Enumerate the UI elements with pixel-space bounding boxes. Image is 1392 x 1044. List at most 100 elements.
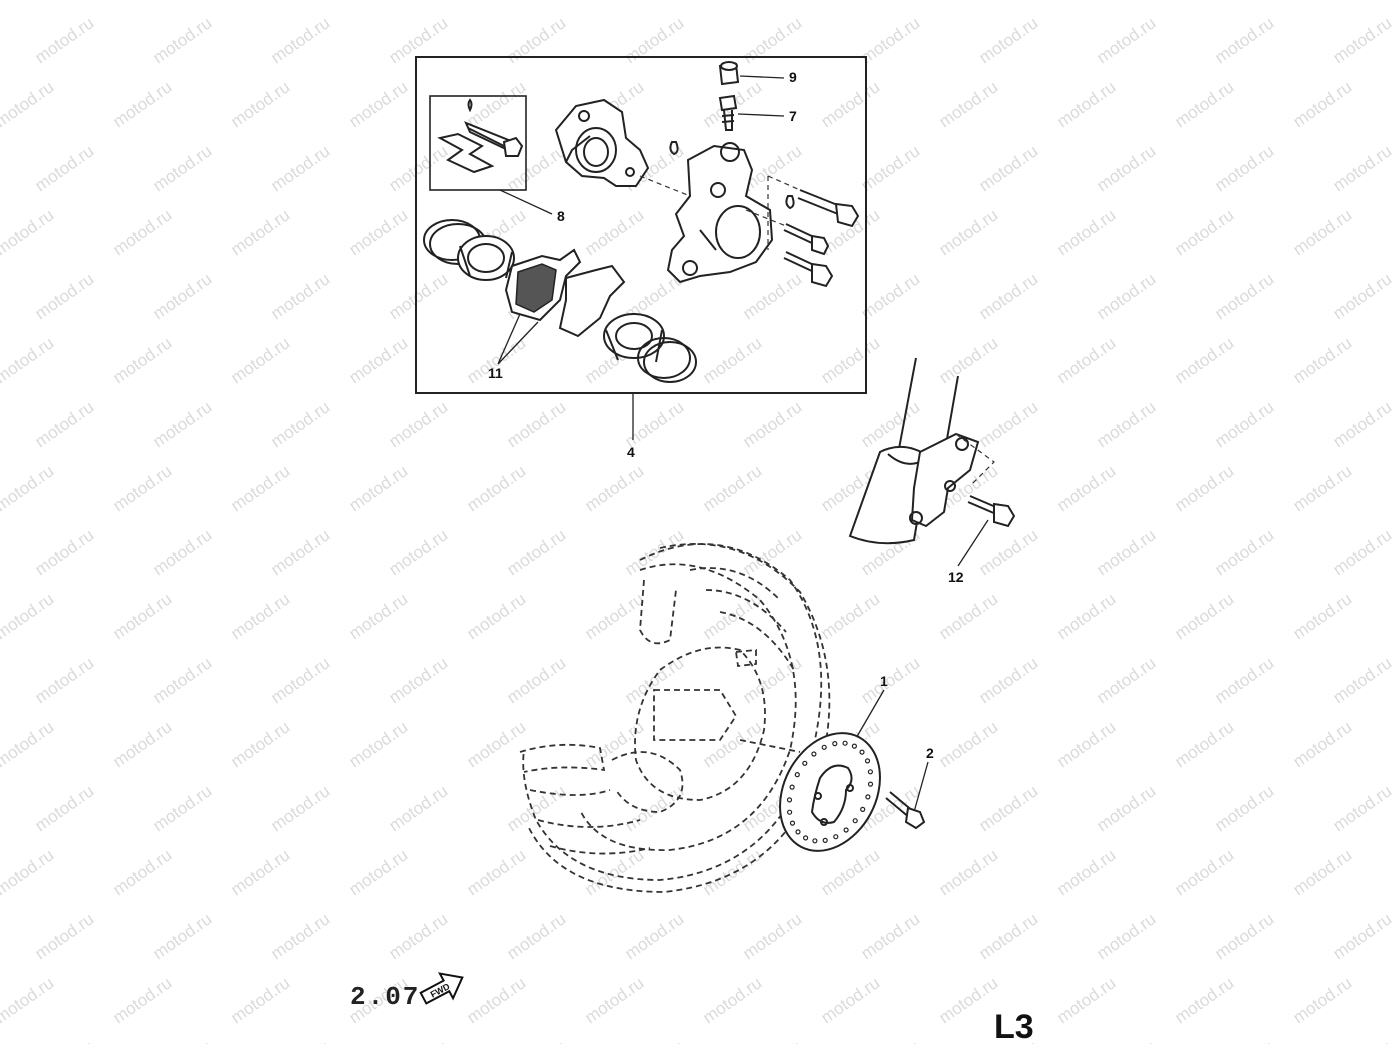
watermark-text: motod.ru <box>581 205 647 259</box>
watermark-text: motod.ru <box>739 13 805 67</box>
watermark-text: motod.ru <box>1211 269 1277 323</box>
watermark-text: motod.ru <box>267 13 333 67</box>
fwd-arrow-icon: FWD <box>419 972 464 1005</box>
watermark-text: motod.ru <box>0 77 57 131</box>
front-fork <box>848 357 995 545</box>
disc-vent-hole <box>852 818 858 824</box>
callout-12: 12 <box>948 569 964 585</box>
watermark-text: motod.ru <box>149 653 215 707</box>
watermark-text: motod.ru <box>149 909 215 963</box>
disc-vent-hole <box>822 837 828 844</box>
watermark-text: motod.ru <box>1329 141 1392 195</box>
callout-4: 4 <box>627 444 635 460</box>
watermark-text: motod.ru <box>345 845 411 899</box>
watermark-text: motod.ru <box>31 525 97 579</box>
watermark-text: motod.ru <box>857 141 923 195</box>
watermark-text: motod.ru <box>109 973 175 1027</box>
watermark-text: motod.ru <box>1289 973 1355 1027</box>
disc-vent-hole <box>786 797 793 803</box>
watermark-text: motod.ru <box>109 77 175 131</box>
bleed-screw-cap <box>718 61 740 86</box>
watermark-text: motod.ru <box>1171 589 1237 643</box>
disc-vent-hole <box>789 784 795 790</box>
watermark-text: motod.ru <box>0 589 57 643</box>
disc-vent-hole <box>859 749 865 755</box>
disc-vent-hole <box>794 771 800 778</box>
watermark-text: motod.ru <box>1211 909 1277 963</box>
disc-vent-hole <box>832 740 838 747</box>
watermark-text: motod.ru <box>1093 653 1159 707</box>
watermark-text: motod.ru <box>857 397 923 451</box>
watermark-text: motod.ru <box>345 77 411 131</box>
watermark-text: motod.ru <box>0 205 57 259</box>
watermark-text: motod.ru <box>385 909 451 963</box>
caliper-bolt-middle <box>783 223 830 256</box>
watermark-text: motod.ru <box>109 845 175 899</box>
watermark-text: motod.ru <box>975 397 1041 451</box>
bleed-screw <box>718 94 738 131</box>
watermark-text: motod.ru <box>1093 525 1159 579</box>
watermark-text: motod.ru <box>149 1037 215 1044</box>
watermark-text: motod.ru <box>621 13 687 67</box>
watermark-text: motod.ru <box>1053 717 1119 771</box>
watermark-text: motod.ru <box>0 333 57 387</box>
watermark-text: motod.ru <box>935 845 1001 899</box>
watermark-text: motod.ru <box>739 397 805 451</box>
watermark-text: motod.ru <box>227 973 293 1027</box>
watermark-text: motod.ru <box>1053 461 1119 515</box>
watermark-text: motod.ru <box>385 653 451 707</box>
watermark-text: motod.ru <box>1329 525 1392 579</box>
watermark-text: motod.ru <box>345 717 411 771</box>
watermark-text: motod.ru <box>385 141 451 195</box>
watermark-text: motod.ru <box>739 269 805 323</box>
watermark-text: motod.ru <box>1289 333 1355 387</box>
watermark-text: motod.ru <box>267 141 333 195</box>
watermark-text: motod.ru <box>385 13 451 67</box>
watermark-text: motod.ru <box>975 653 1041 707</box>
disc-vent-hole <box>795 829 801 835</box>
watermark-text: motod.ru <box>857 13 923 67</box>
page-number: 2.07 <box>350 982 420 1012</box>
watermark-text: motod.ru <box>1211 525 1277 579</box>
watermark-text: motod.ru <box>1053 205 1119 259</box>
watermark-text: motod.ru <box>935 77 1001 131</box>
disc-vent-hole <box>811 751 817 757</box>
watermark-text: motod.ru <box>975 13 1041 67</box>
leader-7 <box>737 113 785 117</box>
watermark-text: motod.ru <box>1053 77 1119 131</box>
watermark-text: motod.ru <box>739 525 805 579</box>
watermark-text: motod.ru <box>109 205 175 259</box>
caliper-body <box>666 142 774 284</box>
watermark-text: motod.ru <box>1171 205 1237 259</box>
watermark-text: motod.ru <box>1171 0 1237 3</box>
disc-vent-hole <box>842 740 848 746</box>
watermark-text: motod.ru <box>0 973 57 1027</box>
section-code: L3 <box>994 1008 1034 1044</box>
watermark-text: motod.ru <box>385 525 451 579</box>
watermark-text: motod.ru <box>1211 13 1277 67</box>
watermark-text: motod.ru <box>503 13 569 67</box>
watermark-text: motod.ru <box>1171 973 1237 1027</box>
watermark-text: motod.ru <box>699 717 765 771</box>
leader-11 <box>497 313 539 365</box>
watermark-text: motod.ru <box>267 1037 333 1044</box>
watermark-text: motod.ru <box>935 0 1001 3</box>
disc-vent-hole <box>867 781 874 787</box>
disc-vent-hole <box>821 744 827 750</box>
brake-disc <box>779 732 881 852</box>
watermark-text: motod.ru <box>699 845 765 899</box>
watermark-text: motod.ru <box>503 653 569 707</box>
disc-vent-hole <box>843 827 849 833</box>
watermark-text: motod.ru <box>1171 333 1237 387</box>
watermark-text: motod.ru <box>345 589 411 643</box>
watermark-text: motod.ru <box>463 973 529 1027</box>
watermark-text: motod.ru <box>0 461 57 515</box>
watermark-text: motod.ru <box>1093 909 1159 963</box>
watermark-text: motod.ru <box>1289 205 1355 259</box>
watermark-text: motod.ru <box>1289 461 1355 515</box>
watermark-text: motod.ru <box>1093 781 1159 835</box>
watermark-text: motod.ru <box>857 1037 923 1044</box>
watermark-text: motod.ru <box>31 269 97 323</box>
watermark-text: motod.ru <box>1211 653 1277 707</box>
